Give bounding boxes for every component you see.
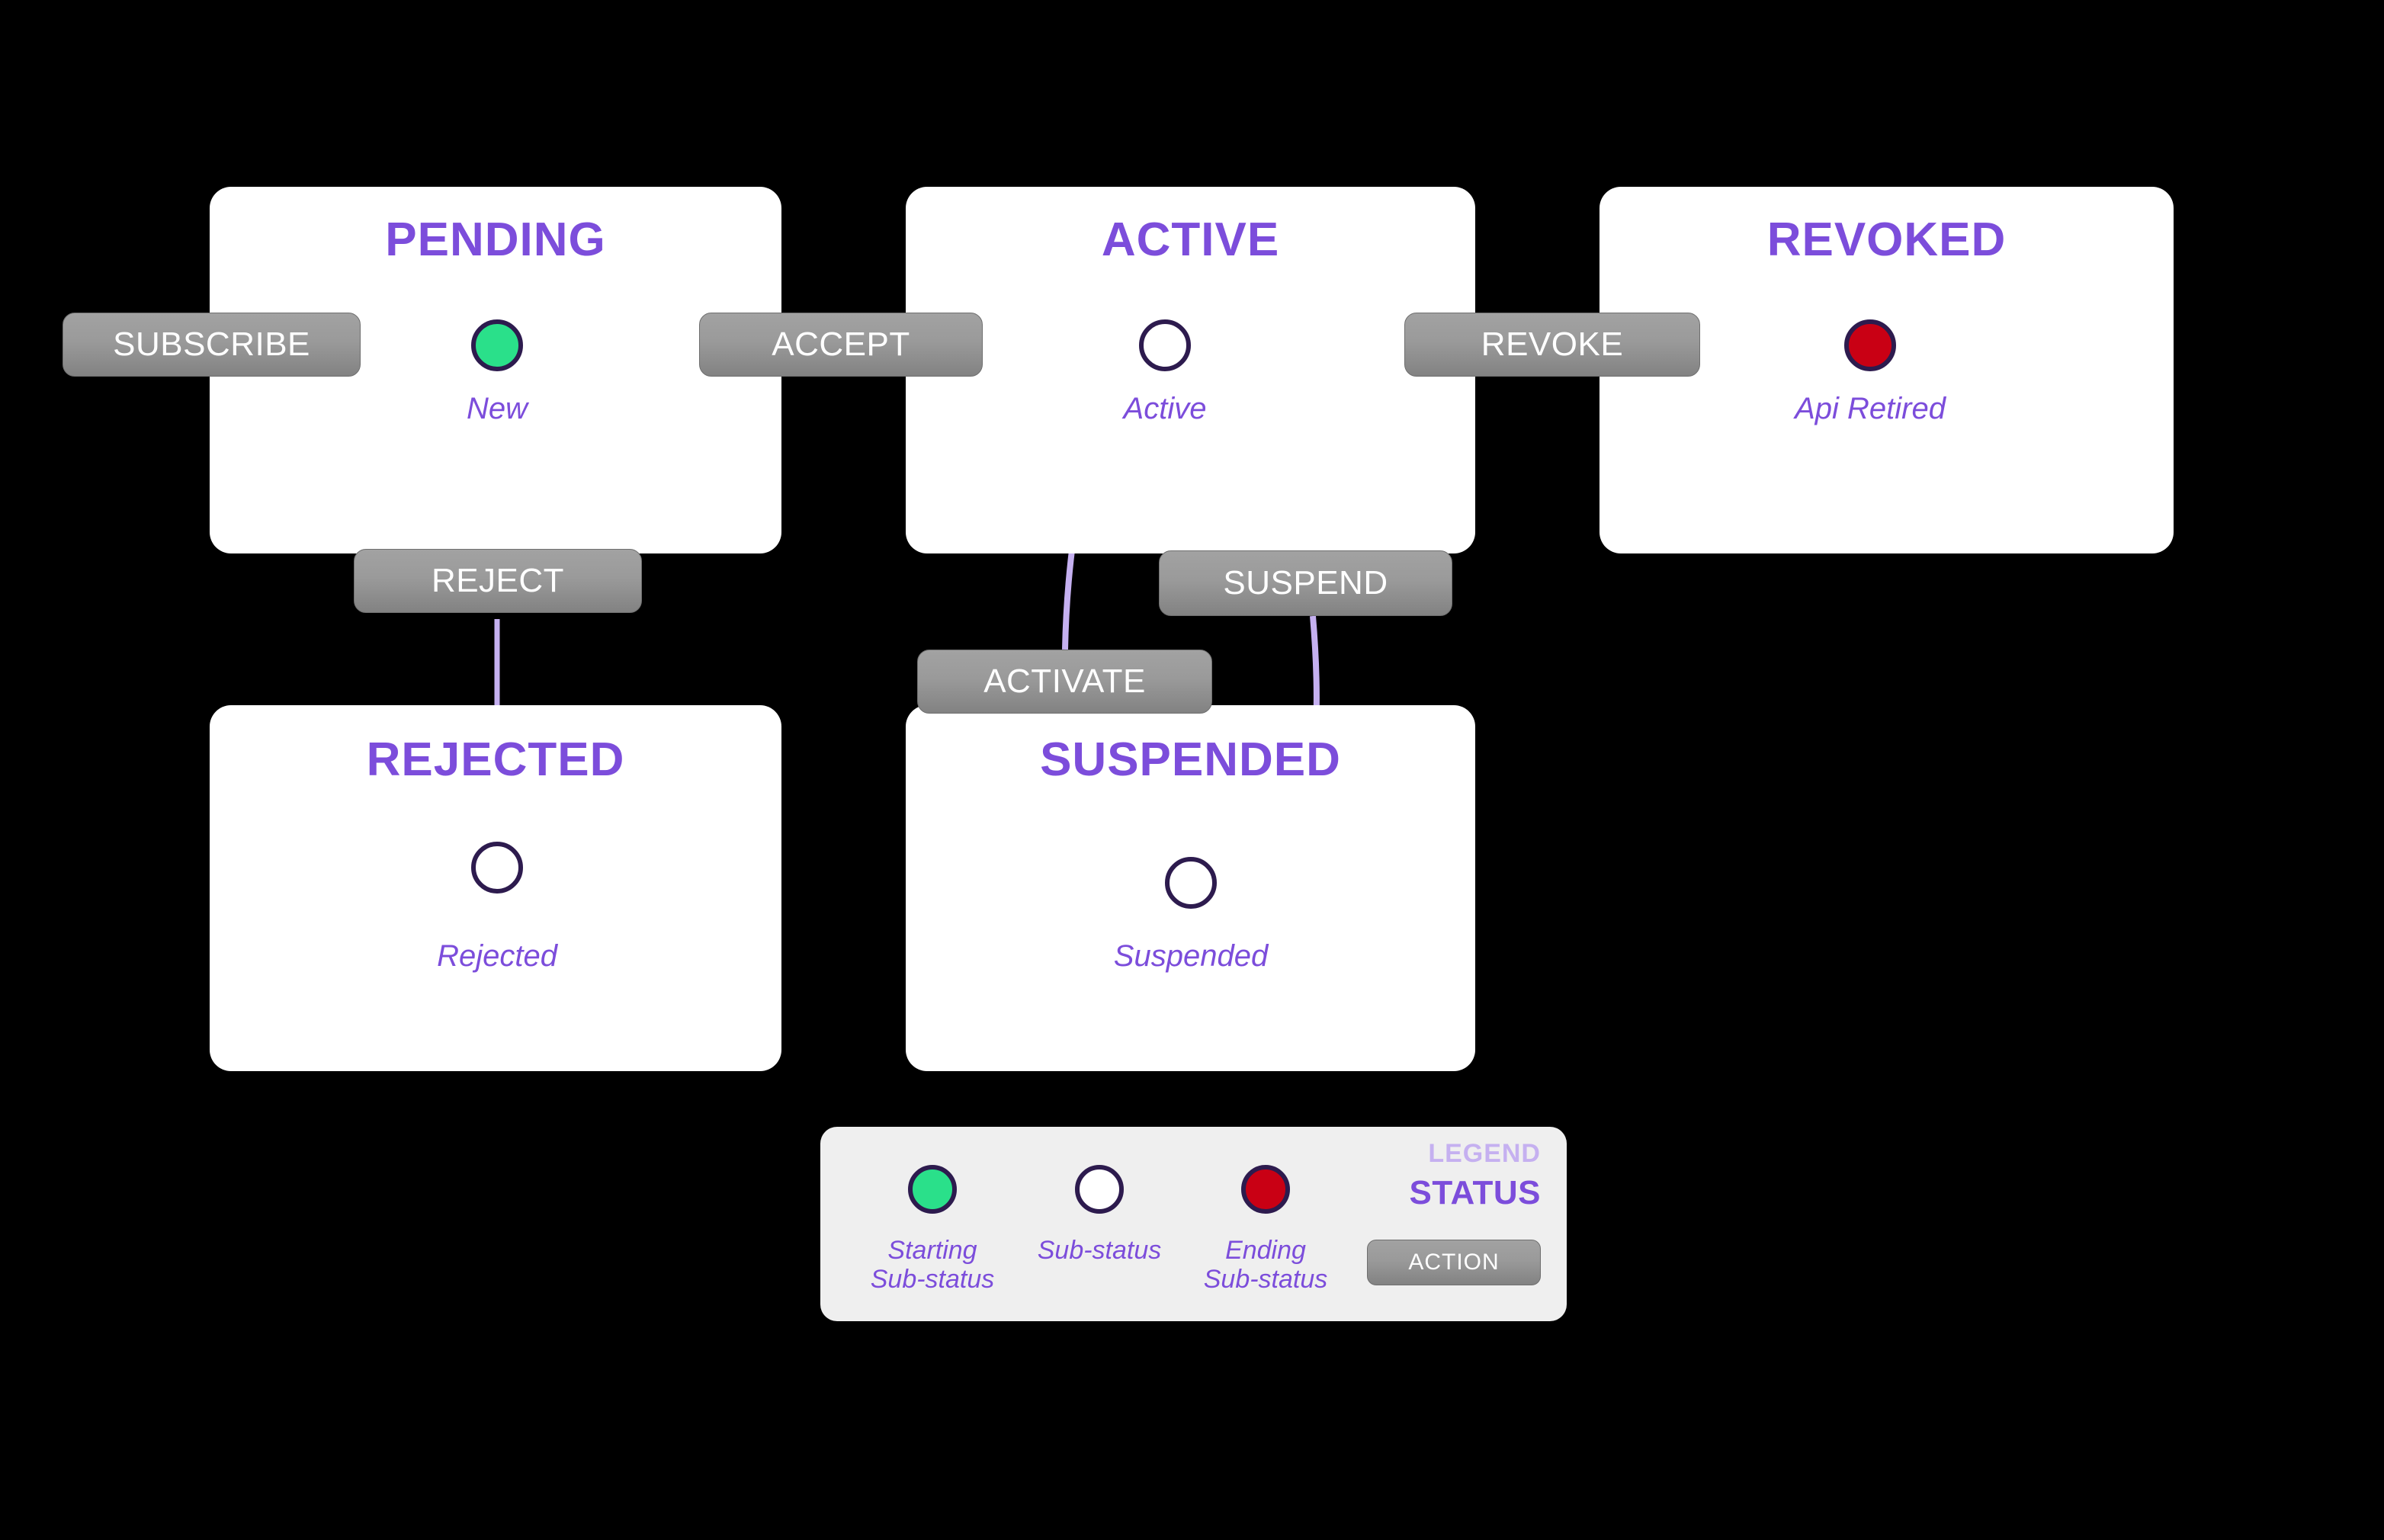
- legend-action-swatch: ACTION: [1367, 1240, 1541, 1285]
- legend-node-sub-status: [1075, 1165, 1124, 1214]
- sub-status-label-new: New: [466, 392, 528, 425]
- status-panel-active[interactable]: ACTIVE: [906, 187, 1475, 553]
- action-button-revoke[interactable]: REVOKE: [1404, 313, 1700, 377]
- legend-label-starting-line1: Starting: [887, 1236, 977, 1265]
- action-button-activate[interactable]: ACTIVATE: [917, 650, 1212, 714]
- status-title-suspended: SUSPENDED: [1040, 733, 1341, 786]
- legend-label-sub-status: Sub-status: [1037, 1236, 1162, 1265]
- status-title-revoked: REVOKED: [1766, 213, 2007, 266]
- legend-node-starting: [908, 1165, 957, 1214]
- action-button-reject[interactable]: REJECT: [354, 549, 642, 613]
- sub-status-label-suspended: Suspended: [1113, 939, 1269, 973]
- legend-label-starting-line2: Sub-status: [870, 1265, 995, 1294]
- sub-status-node-new[interactable]: [471, 319, 523, 371]
- sub-status-node-active[interactable]: [1139, 319, 1191, 371]
- status-title-rejected: REJECTED: [366, 733, 625, 786]
- sub-status-node-suspended[interactable]: [1165, 857, 1217, 909]
- sub-status-node-rejected[interactable]: [471, 842, 523, 894]
- sub-status-label-active: Active: [1123, 392, 1207, 425]
- action-button-suspend[interactable]: SUSPEND: [1159, 550, 1452, 616]
- sub-status-label-rejected: Rejected: [437, 939, 557, 973]
- legend-label-ending-line2: Sub-status: [1203, 1265, 1328, 1294]
- legend-label-ending-line1: Ending: [1225, 1236, 1306, 1265]
- sub-status-node-api-retired[interactable]: [1844, 319, 1896, 371]
- status-title-pending: PENDING: [385, 213, 606, 266]
- action-button-subscribe[interactable]: SUBSCRIBE: [63, 313, 361, 377]
- status-title-active: ACTIVE: [1101, 213, 1280, 266]
- sub-status-label-api-retired: Api Retired: [1795, 392, 1946, 425]
- legend-node-ending: [1241, 1165, 1290, 1214]
- legend-heading-status: STATUS: [1409, 1174, 1541, 1211]
- legend-panel: LEGEND STATUS Starting Sub-status Sub-st…: [820, 1127, 1567, 1321]
- legend-heading-legend: LEGEND: [1428, 1139, 1541, 1168]
- action-button-accept[interactable]: ACCEPT: [699, 313, 983, 377]
